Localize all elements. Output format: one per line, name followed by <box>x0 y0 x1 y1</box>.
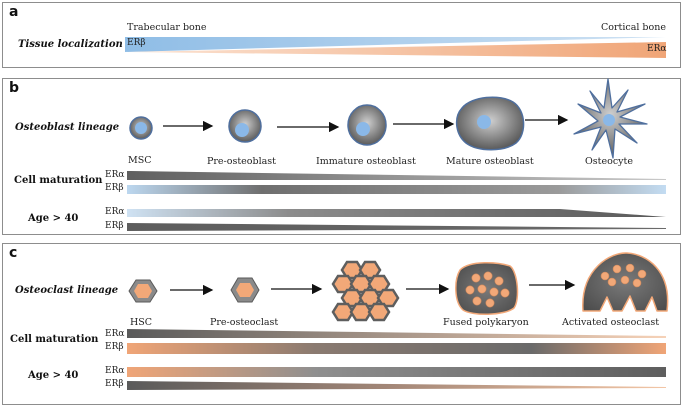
age-er-beta-bar <box>127 223 666 231</box>
pre-osteoblast-cell-icon <box>228 109 262 143</box>
fused-polykaryon-cell-icon <box>455 262 519 315</box>
msc-cell-icon <box>129 116 153 140</box>
panel-letter-a: a <box>9 4 19 20</box>
er-beta-label-b-age: ERβ <box>105 221 124 231</box>
er-beta-label-c-age: ERβ <box>105 379 124 389</box>
er-alpha-label-c-maturation: ERα <box>105 329 125 339</box>
cell-maturation-title-b: Cell maturation <box>14 175 103 186</box>
osteocyte-cell-icon <box>573 78 648 159</box>
osteoclast-lineage-title: Osteoclast lineage <box>15 285 119 296</box>
er-alpha-wedge <box>125 42 666 58</box>
stage-label-osteocyte: Osteocyte <box>585 156 633 167</box>
tissue-localization-title: Tissue localization <box>18 39 123 50</box>
er-beta-wedge <box>125 37 666 52</box>
stage-label-fused-polykaryon: Fused polykaryon <box>443 317 529 328</box>
pre-osteoclast-cell-icon <box>230 277 260 303</box>
maturation-er-alpha-bar <box>127 171 666 180</box>
mature-osteoblast-cell-icon <box>455 96 525 151</box>
er-beta-label-c-maturation: ERβ <box>105 342 124 352</box>
er-beta-label-a: ERβ <box>127 38 146 48</box>
stage-label-activated-osteoclast: Activated osteoclast <box>562 317 660 328</box>
age-title-b: Age > 40 <box>28 213 79 224</box>
cortical-bone-label: Cortical bone <box>601 22 666 33</box>
immature-osteoblast-cell-icon <box>347 104 387 146</box>
hsc-cell-icon <box>128 279 158 303</box>
er-beta-label-b-maturation: ERβ <box>105 183 124 193</box>
panel-letter-c: c <box>9 245 18 261</box>
age-title-c: Age > 40 <box>28 370 79 381</box>
er-alpha-label-b-maturation: ERα <box>105 170 125 180</box>
panel-b: b <box>2 78 681 235</box>
stage-label-pre-osteoclast: Pre-osteoclast <box>210 317 279 328</box>
stage-label-immature-osteoblast: Immature osteoblast <box>316 156 416 167</box>
er-alpha-label-c-age: ERα <box>105 366 125 376</box>
osteoblast-lineage-title: Osteoblast lineage <box>15 122 120 133</box>
age-er-alpha-bar-c <box>127 367 666 377</box>
activated-osteoclast-cell-icon <box>582 252 669 312</box>
panel-letter-b: b <box>9 80 20 96</box>
stage-label-mature-osteoblast: Mature osteoblast <box>446 156 534 167</box>
cell-maturation-title-c: Cell maturation <box>10 334 99 345</box>
er-alpha-label-a: ERα <box>647 44 667 54</box>
maturation-er-beta-bar <box>127 185 666 194</box>
osteoclast-cluster-icon <box>331 260 400 322</box>
panel-a: a <box>2 2 681 68</box>
maturation-er-beta-bar-c <box>127 343 666 354</box>
stage-label-pre-osteoblast: Pre-osteoblast <box>207 156 276 167</box>
maturation-er-alpha-bar-c <box>127 329 666 338</box>
tissue-localization-wedges <box>125 37 666 58</box>
stage-label-hsc: HSC <box>130 317 153 328</box>
age-er-alpha-bar <box>127 209 666 217</box>
age-er-beta-bar-c <box>127 381 666 390</box>
er-alpha-label-b-age: ERα <box>105 207 125 217</box>
trabecular-bone-label: Trabecular bone <box>127 22 207 33</box>
stage-label-msc: MSC <box>128 155 152 166</box>
